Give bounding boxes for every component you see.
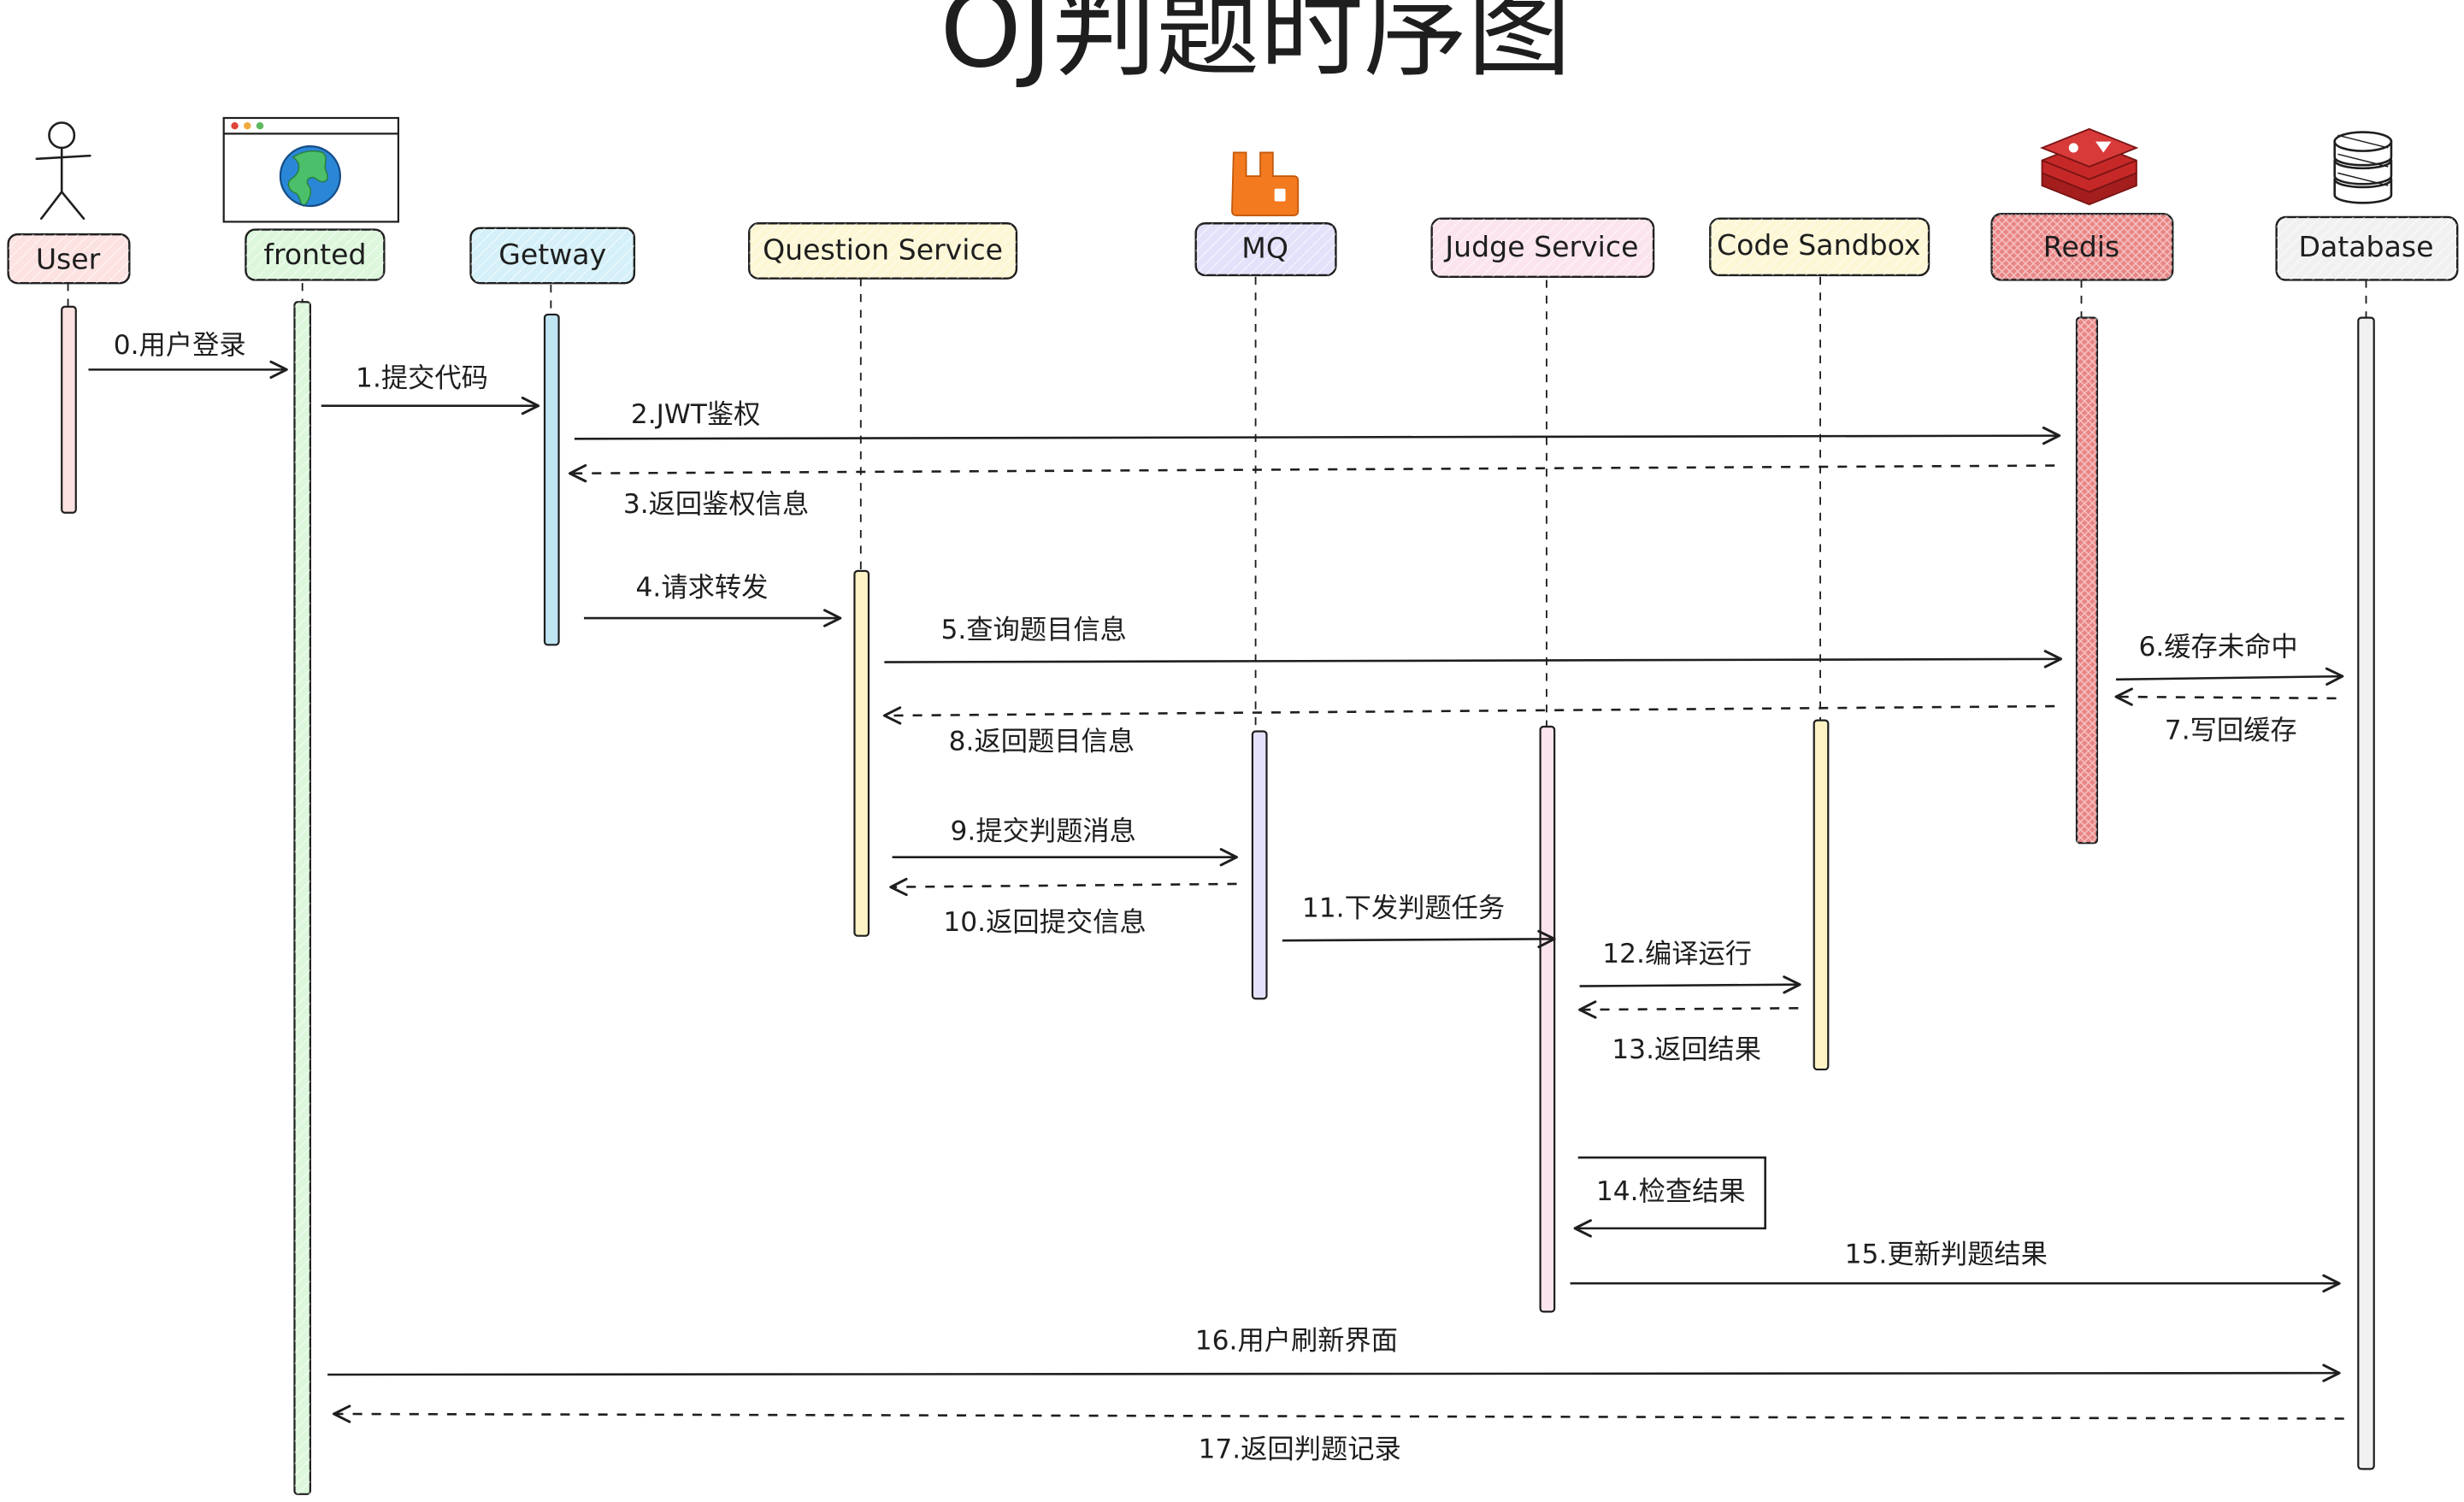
activation-redis-hatch <box>2076 317 2097 844</box>
activation-mq <box>1251 730 1268 1000</box>
message-1: 1.提交代码 <box>321 363 540 415</box>
user-stick-figure-icon <box>35 121 91 221</box>
message-13: 13.返回结果 <box>1578 1000 1799 1065</box>
participant-user-label: User <box>36 243 101 276</box>
participant-judge: Judge Service <box>1430 217 1655 278</box>
message-0-label: 0.用户登录 <box>114 330 246 361</box>
activation-gateway <box>543 313 560 646</box>
messages: 0.用户登录 1.提交代码 2.JWT鉴权 3.返回鉴权信息 4.请求转发 5.… <box>88 330 2344 1464</box>
message-15-label: 15.更新判题结果 <box>1845 1239 2048 1269</box>
activation-bars <box>61 301 2375 1495</box>
activation-frontend-hatch <box>294 302 310 1494</box>
activation-database <box>2357 316 2375 1470</box>
message-6-label: 6.缓存未命中 <box>2138 632 2297 663</box>
message-12: 12.编译运行 <box>1579 939 1801 994</box>
message-15: 15.更新判题结果 <box>1570 1239 2341 1293</box>
message-4-label: 4.请求转发 <box>636 572 769 603</box>
activation-judge <box>1539 725 1556 1313</box>
message-5: 5.查询题目信息 <box>884 615 2063 669</box>
participant-judge-label: Judge Service <box>1443 230 1638 263</box>
participant-question-label: Question Service <box>763 233 1003 267</box>
message-12-label: 12.编译运行 <box>1602 939 1752 969</box>
message-9-label: 9.提交判题消息 <box>951 816 1136 846</box>
participant-sandbox-label: Code Sandbox <box>1717 228 1920 262</box>
message-17-label: 17.返回判题记录 <box>1198 1434 1400 1464</box>
globe-icon <box>279 144 341 208</box>
activation-question <box>853 569 870 937</box>
message-5-label: 5.查询题目信息 <box>940 615 1126 645</box>
message-10-label: 10.返回提交信息 <box>943 907 1146 938</box>
participant-redis: Redis <box>1990 213 2174 281</box>
message-11: 11.下发判题任务 <box>1282 893 1556 949</box>
message-10: 10.返回提交信息 <box>889 877 1237 938</box>
participant-gateway-label: Getway <box>498 238 606 271</box>
message-2-label: 2.JWT鉴权 <box>631 399 761 430</box>
participant-user: User <box>7 233 131 285</box>
message-17: 17.返回判题记录 <box>333 1405 2344 1464</box>
message-14-label: 14.检查结果 <box>1596 1176 1746 1207</box>
message-7: 7.写回缓存 <box>2114 687 2337 746</box>
participant-mq: MQ <box>1194 222 1337 277</box>
message-3: 3.返回鉴权信息 <box>568 464 2055 520</box>
lifelines <box>67 276 2367 732</box>
participant-frontend: fronted <box>245 228 386 281</box>
participant-gateway: Getway <box>469 227 636 285</box>
message-4: 4.请求转发 <box>584 572 842 627</box>
message-8: 8.返回题目信息 <box>882 704 2055 757</box>
message-9: 9.提交判题消息 <box>892 816 1238 867</box>
message-3-label: 3.返回鉴权信息 <box>623 489 809 520</box>
message-6: 6.缓存未命中 <box>2115 632 2344 686</box>
participant-sandbox: Code Sandbox <box>1709 217 1931 277</box>
activation-sandbox <box>1813 719 1830 1071</box>
message-0: 0.用户登录 <box>88 330 288 380</box>
participant-database: Database <box>2275 215 2459 281</box>
participant-redis-label: Redis <box>2043 230 2119 263</box>
message-2: 2.JWT鉴权 <box>574 399 2061 445</box>
message-7-label: 7.写回缓存 <box>2165 716 2297 746</box>
browser-window-icon <box>222 116 400 223</box>
activation-user <box>61 305 77 514</box>
redis-logo-icon <box>2040 127 2139 206</box>
participant-mq-label: MQ <box>1241 232 1288 265</box>
message-14: 14.检查结果 <box>1573 1156 1766 1238</box>
rabbitmq-logo-icon <box>1231 151 1300 216</box>
message-1-label: 1.提交代码 <box>356 363 488 394</box>
message-13-label: 13.返回结果 <box>1612 1034 1761 1065</box>
message-8-label: 8.返回题目信息 <box>949 727 1135 757</box>
participant-database-label: Database <box>2298 230 2433 263</box>
message-11-label: 11.下发判题任务 <box>1302 893 1505 924</box>
participant-frontend-label: fronted <box>263 238 366 271</box>
database-cylinder-icon <box>2333 131 2393 204</box>
message-16-label: 16.用户刷新界面 <box>1195 1326 1398 1357</box>
message-16: 16.用户刷新界面 <box>327 1326 2341 1382</box>
diagram-title: OJ判题时序图 <box>940 0 1571 91</box>
participant-question: Question Service <box>747 222 1018 280</box>
